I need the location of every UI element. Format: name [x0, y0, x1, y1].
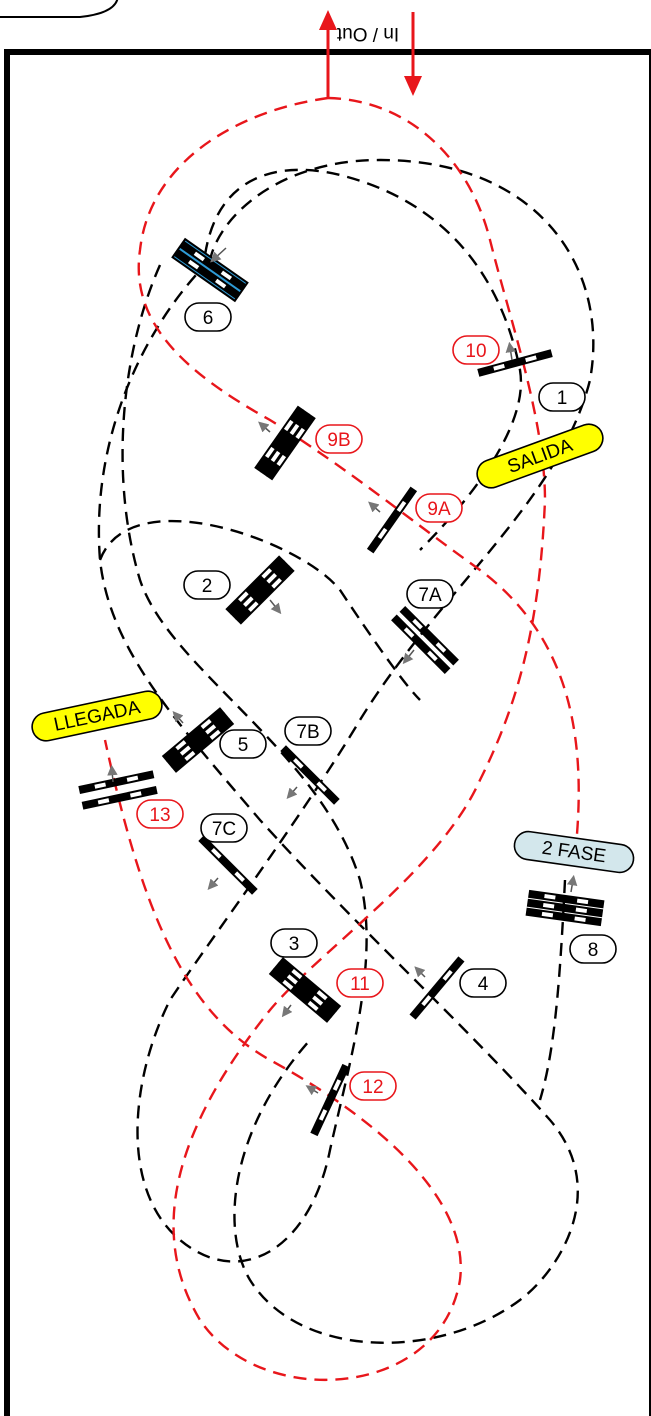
- badge-2: 2: [202, 576, 213, 597]
- obstacle-4-rails[interactable]: [409, 956, 465, 1020]
- badge-1: 1: [557, 388, 568, 409]
- badge-9a: 9A: [427, 499, 451, 520]
- second-phase-pill: 2 FASE: [513, 830, 635, 874]
- entry-arrowhead: [404, 76, 422, 96]
- obstacle-3-11-rails[interactable]: [268, 957, 342, 1023]
- obstacle-7c-rails[interactable]: [198, 835, 258, 895]
- badge-3: 3: [289, 934, 300, 955]
- in-out-label: In / Out: [336, 23, 399, 44]
- llegada-pill: LLEGADA: [31, 690, 163, 742]
- obstacle-badges-black: [183, 302, 617, 998]
- phase-one-route: [97, 158, 595, 1344]
- badge-6: 6: [203, 308, 214, 329]
- direction-arrows: [107, 247, 578, 1096]
- obstacle-7a-rails[interactable]: [391, 606, 459, 674]
- obstacle-6-rails[interactable]: [171, 237, 249, 303]
- obstacle-7b-rails[interactable]: [280, 745, 340, 805]
- badge-7b: 7B: [296, 722, 319, 743]
- salida-pill: SALIDA: [476, 423, 604, 489]
- badge-13: 13: [149, 805, 170, 826]
- obstacle-12-rails[interactable]: [310, 1063, 350, 1137]
- badge-8: 8: [588, 940, 599, 961]
- badge-4: 4: [478, 974, 489, 995]
- obstacle-8-rails[interactable]: [525, 889, 605, 927]
- badge-5: 5: [238, 735, 249, 756]
- badge-9b: 9B: [327, 430, 350, 451]
- badge-10: 10: [465, 341, 486, 362]
- obstacle-2-rails[interactable]: [225, 555, 295, 625]
- badge-12: 12: [362, 1077, 383, 1098]
- corner-box: [0, 0, 119, 18]
- exit-arrowhead: [319, 10, 337, 30]
- obstacle-9a-rails[interactable]: [366, 486, 418, 554]
- badge-7a: 7A: [418, 585, 442, 606]
- phase-two-route: [103, 96, 580, 1382]
- obstacle-badges-red: [136, 335, 500, 1101]
- badge-11: 11: [350, 974, 370, 995]
- badge-7c: 7C: [212, 819, 236, 840]
